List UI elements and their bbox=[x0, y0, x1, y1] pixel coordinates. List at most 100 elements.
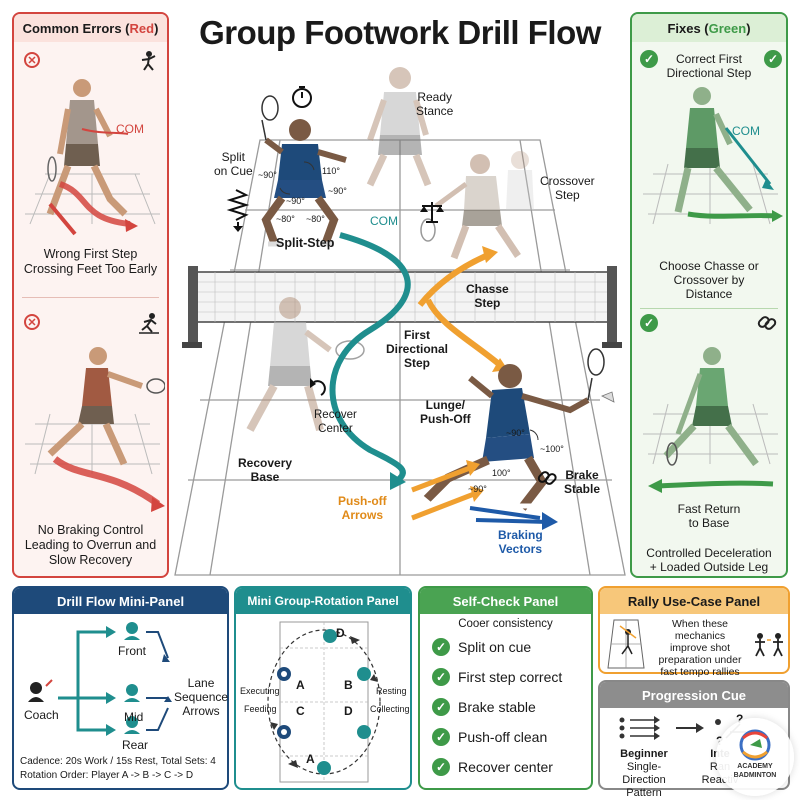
fix-check-icon: ✓ bbox=[640, 50, 658, 68]
rotation-letter: C bbox=[296, 704, 305, 718]
players-icon bbox=[755, 633, 783, 657]
rotation-panel: Mini Group-Rotation Panel D A B C D A Ex… bbox=[234, 586, 412, 790]
rally-text: When these mechanics improve shot prepar… bbox=[648, 618, 752, 678]
resting-label: Resting bbox=[376, 686, 407, 696]
ready-stance-player bbox=[366, 67, 432, 187]
drill-flow-diagram bbox=[28, 622, 172, 736]
watermark-line: BADMINTON bbox=[733, 772, 777, 779]
fix3-caption: Fast Return to Base bbox=[632, 502, 786, 530]
rotation-letter: B bbox=[344, 678, 353, 692]
self-check-item-label: Recover center bbox=[458, 759, 553, 775]
progression-header: Progression Cue bbox=[600, 682, 788, 708]
lane-line: Arrows bbox=[182, 704, 220, 718]
academy-logo-icon bbox=[739, 729, 771, 761]
fixes-panel: Fixes (Green) ✓ ✓ Correct First Directio… bbox=[630, 12, 788, 578]
checkmark-icon: ✓ bbox=[432, 758, 450, 776]
coach-label: Coach bbox=[24, 708, 59, 722]
stopwatch-icon bbox=[292, 86, 312, 108]
drill-flow-panel: Drill Flow Mini-Panel Coach Front Mid Re… bbox=[12, 586, 229, 790]
rally-panel: Rally Use-Case Panel When these mechanic… bbox=[598, 586, 790, 678]
ready-stance-line: Stance bbox=[416, 104, 454, 118]
checkmark-icon: ✓ bbox=[432, 638, 450, 656]
angle-label: ~80° bbox=[276, 214, 295, 224]
fix2-caption: Choose Chasse or Crossover by Distance bbox=[632, 259, 786, 301]
recover-center-line: Center bbox=[318, 423, 353, 435]
fix1-caption-line: Directional Step bbox=[666, 66, 752, 80]
beginner-sub-line: Pattern bbox=[626, 787, 662, 799]
push-off-arrows-label: Push-off Arrows bbox=[338, 494, 387, 522]
executing-label: Executing bbox=[240, 686, 280, 696]
chasse-step-label: Chasse Step bbox=[466, 282, 509, 310]
rear-label: Rear bbox=[122, 738, 149, 752]
rotation-header: Mini Group-Rotation Panel bbox=[236, 588, 410, 614]
fix2-caption-line: Distance bbox=[685, 287, 733, 301]
recovery-base-line: Base bbox=[250, 470, 280, 484]
error-figure-overrun bbox=[25, 347, 165, 512]
angle-label: 100° bbox=[492, 468, 511, 478]
fix4-caption: Controlled Deceleration + Loaded Outside… bbox=[632, 546, 786, 574]
falling-player-icon bbox=[141, 51, 156, 71]
fix-figure-return bbox=[643, 347, 778, 493]
error-x-icon: ✕ bbox=[24, 52, 40, 68]
fix1-caption-line: Correct First bbox=[676, 52, 742, 66]
left-divider bbox=[22, 297, 159, 298]
split-step-label: Split-Step bbox=[276, 236, 335, 250]
mid-label: Mid bbox=[124, 710, 144, 724]
right-divider bbox=[640, 308, 778, 309]
beginner-title: Beginner bbox=[620, 748, 668, 760]
brake-stable-line: Brake bbox=[565, 468, 599, 482]
fixes-header-text: Fixes ( bbox=[667, 20, 709, 36]
self-check-list: ✓Split on cue ✓First step correct ✓Brake… bbox=[432, 636, 562, 778]
page-title: Group Footwork Drill Flow bbox=[199, 14, 601, 51]
front-label: Front bbox=[118, 644, 147, 658]
rotation-letter: D bbox=[336, 626, 345, 640]
recovery-base-label: Recovery Base bbox=[238, 456, 292, 484]
rally-text-line: When these mechanics bbox=[671, 618, 729, 642]
fix-com-label: COM bbox=[732, 124, 760, 138]
common-errors-header-text: Common Errors ( bbox=[22, 20, 130, 36]
feeding-label: Feeding bbox=[244, 704, 277, 714]
ready-stance-label: Ready Stance bbox=[416, 90, 453, 118]
progression-question-mark: ? bbox=[736, 712, 744, 726]
fix3-caption-line: to Base bbox=[688, 516, 730, 530]
self-check-item: ✓Push-off clean bbox=[432, 726, 562, 748]
first-directional-step-label: First Directional Step bbox=[386, 328, 448, 370]
crossover-player bbox=[420, 151, 534, 260]
fix2-caption-line: Choose Chasse or bbox=[659, 259, 759, 273]
fix4-caption-line: Controlled Deceleration bbox=[646, 546, 772, 560]
rally-text-line: preparation under bbox=[658, 654, 742, 666]
lane-line: Lane bbox=[187, 676, 215, 690]
beginner-label: Beginner Single-Direction Pattern bbox=[608, 748, 680, 800]
crossover-step-line: Crossover bbox=[540, 174, 595, 188]
angle-label: ~80° bbox=[306, 214, 325, 224]
rotate-icon bbox=[310, 378, 326, 396]
first-directional-step-line: First bbox=[404, 328, 431, 342]
self-check-item-label: First step correct bbox=[458, 669, 563, 685]
crossover-step-label: Crossover Step bbox=[540, 174, 595, 202]
brake-stable-label: Brake Stable bbox=[564, 468, 600, 496]
angle-label: 110° bbox=[322, 166, 340, 176]
fix2-check-icon: ✓ bbox=[640, 314, 658, 332]
recover-center-line: Recover bbox=[314, 409, 357, 421]
angle-label: ~90° bbox=[506, 428, 525, 438]
rotation-court bbox=[267, 621, 381, 783]
rotation-letter: A bbox=[296, 678, 305, 692]
split-on-cue-line: on Cue bbox=[214, 164, 253, 178]
chasse-step-line: Step bbox=[474, 296, 501, 310]
first-directional-step-line: Directional bbox=[386, 342, 449, 356]
rotation-letter: A bbox=[306, 752, 315, 766]
lane-line: Sequence bbox=[174, 690, 229, 704]
balance-icon bbox=[420, 202, 444, 223]
collecting-label: Collecting bbox=[370, 704, 410, 714]
error2-caption-line: No Braking Control bbox=[37, 523, 144, 537]
cadence-text: Cadence: 20s Work / 15s Rest, Total Sets… bbox=[20, 756, 216, 767]
error2-x-icon: ✕ bbox=[24, 314, 40, 330]
angle-label: ~90° bbox=[258, 170, 277, 180]
fix4-caption-line: + Loaded Outside Leg bbox=[649, 560, 769, 574]
common-errors-panel: Common Errors (Red) ✕ COM Wrong First St… bbox=[12, 12, 169, 578]
error1-caption: Wrong First Step Crossing Feet Too Early bbox=[14, 247, 167, 277]
academy-logo: ACADEMY BADMINTON bbox=[716, 718, 794, 796]
recovery-base-line: Recovery bbox=[238, 456, 293, 470]
error1-caption-line: Crossing Feet Too Early bbox=[23, 262, 158, 276]
chasse-step-line: Chasse bbox=[466, 282, 509, 296]
